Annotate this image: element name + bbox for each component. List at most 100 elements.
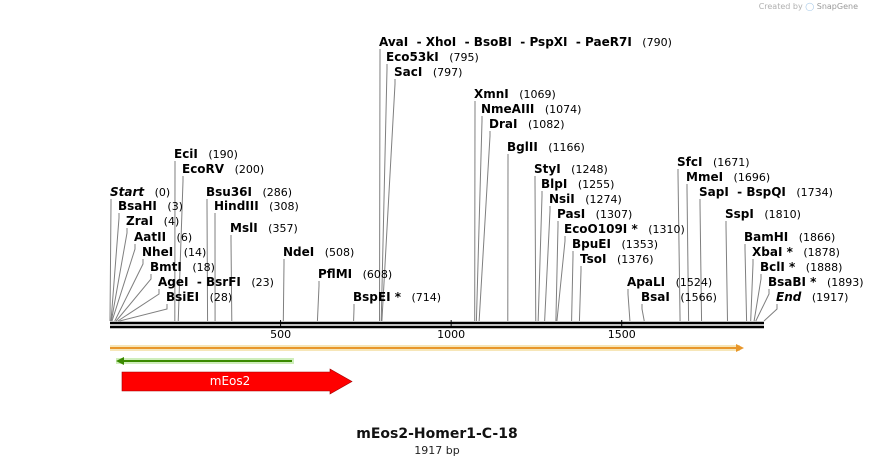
credit-prefix: Created by bbox=[758, 2, 803, 11]
enzyme-leader-line bbox=[111, 244, 136, 322]
enzyme-position: (23) bbox=[241, 276, 274, 289]
enzyme-label[interactable]: PasI (1307) bbox=[557, 207, 632, 221]
enzyme-leader-line bbox=[380, 64, 388, 322]
enzyme-position: (28) bbox=[199, 291, 232, 304]
enzyme-position: (1671) bbox=[702, 156, 749, 169]
enzyme-position: (1866) bbox=[788, 231, 835, 244]
enzyme-label[interactable]: EciI (190) bbox=[174, 147, 238, 161]
enzyme-name: BclI * bbox=[760, 260, 796, 274]
enzyme-label[interactable]: MslI (357) bbox=[230, 221, 298, 235]
enzyme-name: BsaI bbox=[641, 290, 670, 304]
enzyme-name: TsoI bbox=[580, 252, 606, 266]
enzyme-leader-line bbox=[115, 274, 152, 322]
map-subtitle: 1917 bp bbox=[414, 444, 460, 457]
enzyme-position: (797) bbox=[422, 66, 462, 79]
enzyme-position: (18) bbox=[182, 261, 215, 274]
enzyme-leader-line bbox=[750, 259, 754, 322]
enzyme-name: BsaHI bbox=[118, 199, 157, 213]
enzyme-label[interactable]: EcoO109I * (1310) bbox=[564, 222, 685, 236]
enzyme-name: ZraI bbox=[126, 214, 153, 228]
enzyme-leader-line bbox=[534, 176, 537, 322]
enzyme-label[interactable]: MmeI (1696) bbox=[686, 170, 770, 184]
enzyme-position: (1696) bbox=[723, 171, 770, 184]
enzyme-label[interactable]: PflMI (608) bbox=[318, 267, 392, 281]
enzyme-name: DraI bbox=[489, 117, 517, 131]
enzyme-label[interactable]: XmnI (1069) bbox=[474, 87, 556, 101]
enzyme-label[interactable]: AatII (6) bbox=[134, 230, 192, 244]
enzyme-leader-line bbox=[641, 304, 645, 322]
enzyme-leader-line bbox=[114, 259, 144, 322]
enzyme-label[interactable]: Bsu36I (286) bbox=[206, 185, 292, 199]
enzyme-name: HindIII bbox=[214, 199, 259, 213]
enzyme-label[interactable]: BlpI (1255) bbox=[541, 177, 614, 191]
enzyme-label[interactable]: Start (0) bbox=[110, 185, 170, 199]
enzyme-label[interactable]: BspEI * (714) bbox=[353, 290, 441, 304]
credit-brand: SnapGene bbox=[816, 2, 858, 11]
enzyme-label[interactable]: BglII (1166) bbox=[507, 140, 585, 154]
enzyme-position: (1255) bbox=[567, 178, 614, 191]
enzyme-position: (790) bbox=[632, 36, 672, 49]
enzyme-leader-line bbox=[109, 199, 112, 322]
enzyme-label[interactable]: End (1917) bbox=[776, 290, 848, 304]
enzyme-label[interactable]: TsoI (1376) bbox=[580, 252, 654, 266]
enzyme-name: EcoO109I * bbox=[564, 222, 638, 236]
enzyme-leader-line bbox=[744, 244, 748, 322]
enzyme-label[interactable]: BpuEI (1353) bbox=[572, 237, 658, 251]
enzyme-label[interactable]: BmtI (18) bbox=[150, 260, 215, 274]
enzyme-position: (1074) bbox=[534, 103, 581, 116]
enzyme-label[interactable]: AgeI - BsrFI (23) bbox=[158, 275, 274, 289]
enzyme-label[interactable]: BsiEI (28) bbox=[166, 290, 232, 304]
enzyme-label[interactable]: SapI - BspQI (1734) bbox=[699, 185, 833, 199]
enzyme-label[interactable]: ApaLI (1524) bbox=[627, 275, 712, 289]
feature-arrow[interactable] bbox=[121, 368, 353, 395]
enzyme-label[interactable]: NdeI (508) bbox=[283, 245, 354, 259]
enzyme-position: (1734) bbox=[786, 186, 833, 199]
enzyme-label[interactable]: SspI (1810) bbox=[725, 207, 801, 221]
enzyme-leader-line bbox=[699, 199, 703, 322]
enzyme-name: BsiEI bbox=[166, 290, 199, 304]
enzyme-label[interactable]: StyI (1248) bbox=[534, 162, 608, 176]
enzyme-leader-line bbox=[725, 221, 728, 322]
enzyme-label[interactable]: EcoRV (200) bbox=[182, 162, 264, 176]
enzyme-name: PaeR7I bbox=[585, 35, 632, 49]
enzyme-position: (1307) bbox=[585, 208, 632, 221]
enzyme-label[interactable]: BamHI (1866) bbox=[744, 230, 835, 244]
enzyme-name: SapI bbox=[699, 185, 729, 199]
enzyme-label[interactable]: SacI (797) bbox=[394, 65, 462, 79]
orf-arrow-reverse[interactable] bbox=[116, 357, 294, 365]
enzyme-leader-line bbox=[686, 184, 690, 322]
enzyme-label[interactable]: ZraI (4) bbox=[126, 214, 179, 228]
enzyme-leader-line bbox=[117, 289, 160, 322]
enzyme-leader-line bbox=[119, 304, 168, 322]
enzyme-separator: - bbox=[408, 35, 426, 49]
enzyme-label[interactable]: BclI * (1888) bbox=[760, 260, 842, 274]
enzyme-label[interactable]: HindIII (308) bbox=[214, 199, 299, 213]
enzyme-label[interactable]: SfcI (1671) bbox=[677, 155, 750, 169]
enzyme-position: (1069) bbox=[509, 88, 556, 101]
enzyme-label[interactable]: DraI (1082) bbox=[489, 117, 565, 131]
enzyme-position: (1524) bbox=[665, 276, 712, 289]
enzyme-label[interactable]: BsaI (1566) bbox=[641, 290, 717, 304]
enzyme-name: PflMI bbox=[318, 267, 352, 281]
orf-arrow-main[interactable] bbox=[110, 344, 744, 352]
enzyme-label[interactable]: BsaHI (3) bbox=[118, 199, 183, 213]
enzyme-separator: - bbox=[188, 275, 206, 289]
enzyme-label[interactable]: XbaI * (1878) bbox=[752, 245, 840, 259]
enzyme-label[interactable]: BsaBI * (1893) bbox=[768, 275, 864, 289]
enzyme-name: SfcI bbox=[677, 155, 702, 169]
enzyme-position: (357) bbox=[258, 222, 298, 235]
enzyme-label[interactable]: NheI (14) bbox=[142, 245, 206, 259]
enzyme-name: XmnI bbox=[474, 87, 509, 101]
enzyme-label[interactable]: Eco53kI (795) bbox=[386, 50, 479, 64]
enzyme-leader-line bbox=[578, 266, 582, 322]
enzyme-name: EciI bbox=[174, 147, 198, 161]
enzyme-label[interactable]: NmeAIII (1074) bbox=[481, 102, 581, 116]
feature-mEos2[interactable]: mEos2 bbox=[121, 368, 353, 395]
enzyme-position: (1166) bbox=[538, 141, 585, 154]
enzyme-label[interactable]: AvaI - XhoI - BsoBI - PspXI - PaeR7I (79… bbox=[379, 35, 672, 49]
enzyme-leader-line bbox=[627, 289, 631, 322]
enzyme-label[interactable]: NsiI (1274) bbox=[549, 192, 622, 206]
enzyme-leader-line bbox=[537, 191, 543, 322]
enzyme-leader-line bbox=[110, 228, 128, 322]
ruler-tick-label: 500 bbox=[270, 328, 291, 341]
